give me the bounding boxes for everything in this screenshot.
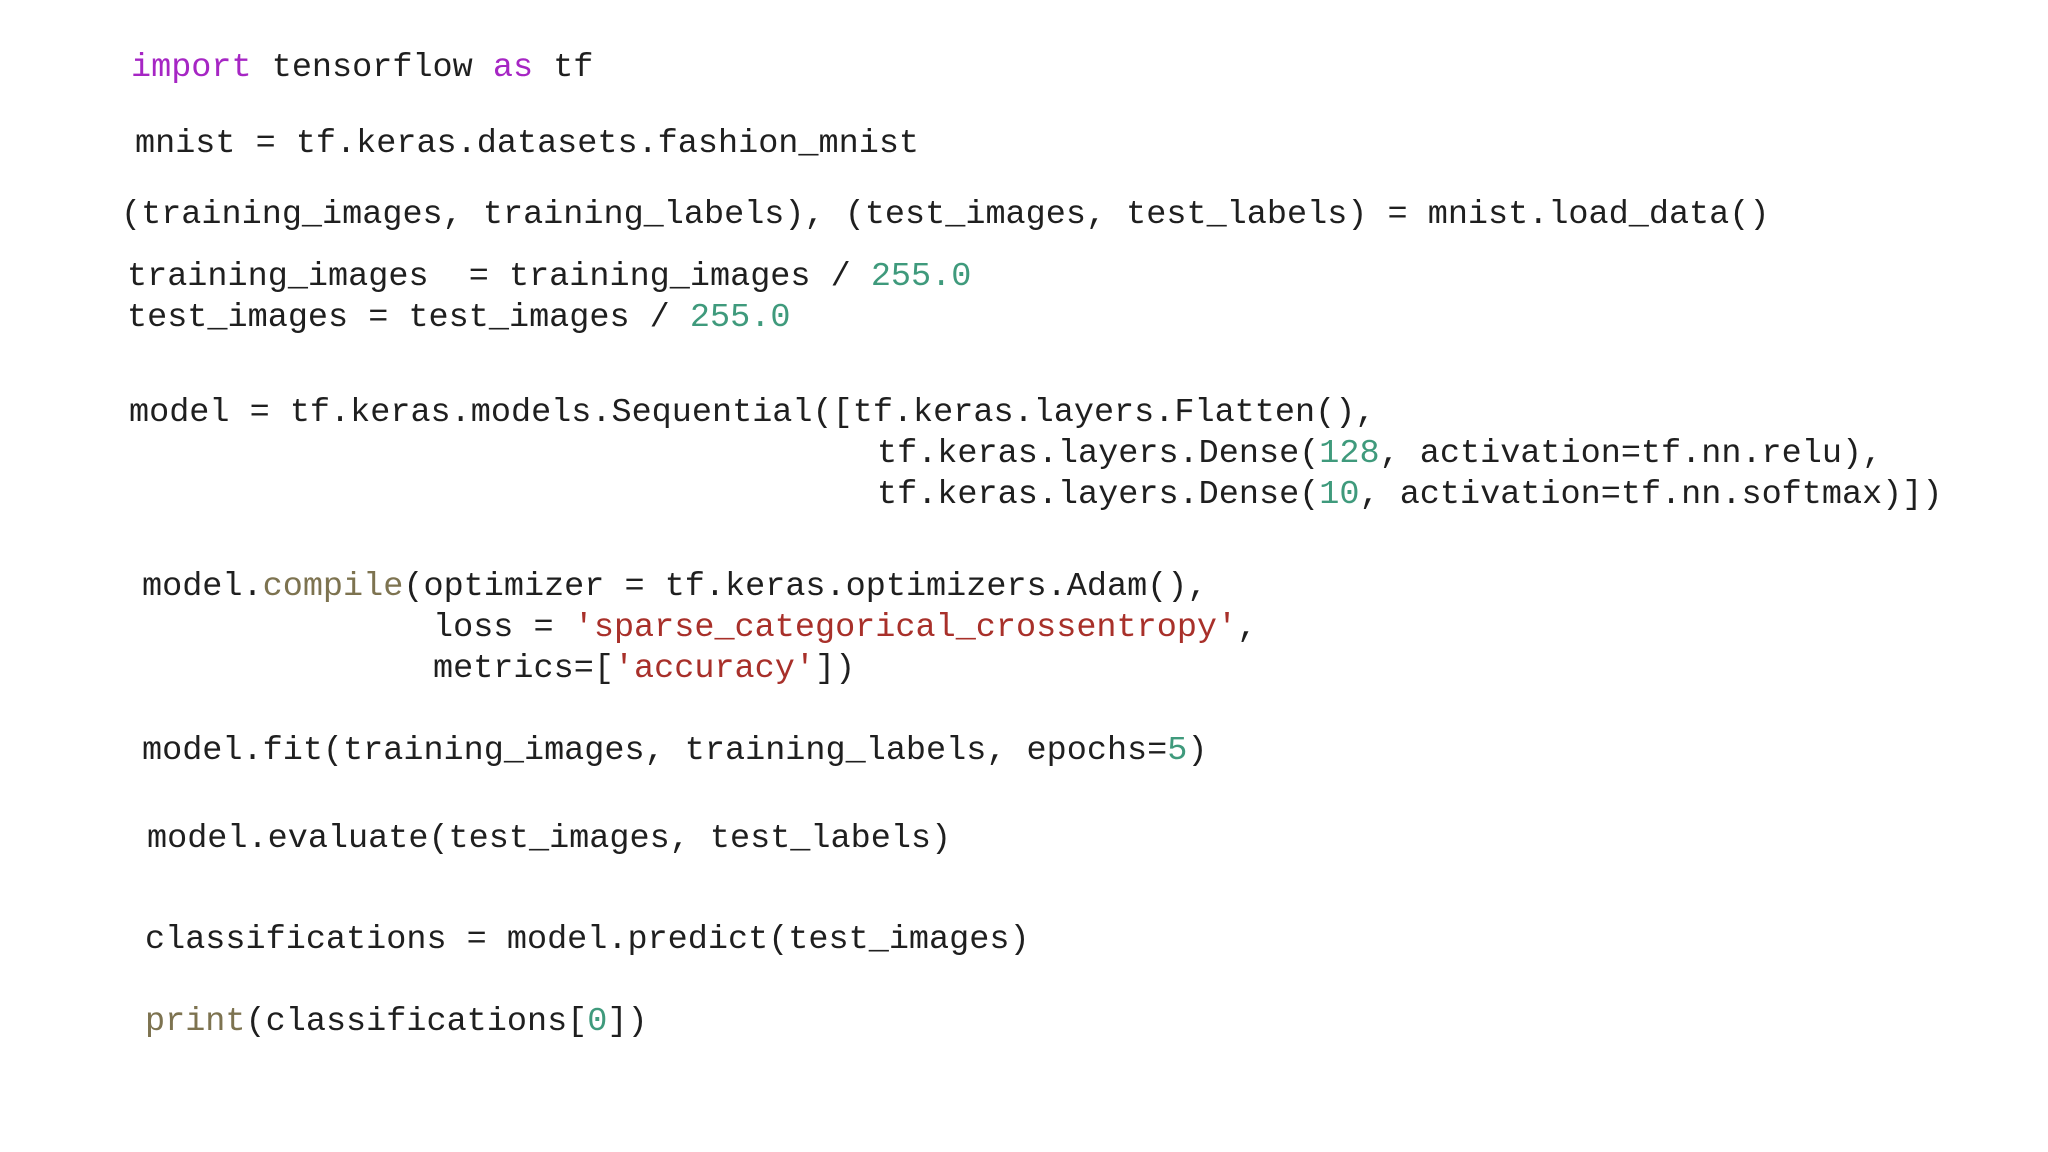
code-token-default: tf.keras.layers.Dense( (877, 476, 1320, 514)
code-token-default: (optimizer = tf.keras.optimizers.Adam(), (403, 568, 1208, 606)
code-line-compile: model.compile(optimizer = tf.keras.optim… (142, 567, 1208, 608)
code-line-metrics: metrics=['accuracy']) (433, 649, 855, 690)
code-line-predict: classifications = model.predict(test_ima… (145, 920, 1030, 961)
code-token-default: metrics=[ (433, 650, 614, 688)
code-token-number: 128 (1319, 435, 1380, 473)
code-token-default: ]) (814, 650, 856, 688)
code-line-fit: model.fit(training_images, training_labe… (142, 731, 1208, 772)
code-token-default: mnist = tf.keras.datasets.fashion_mnist (135, 125, 920, 163)
code-token-default: training_images = training_images / (127, 258, 871, 296)
code-line-evaluate: model.evaluate(test_images, test_labels) (147, 819, 951, 860)
code-token-string: 'accuracy' (613, 650, 815, 688)
code-token-default: , activation=tf.nn.relu), (1379, 435, 1883, 473)
code-line-normalize-test: test_images = test_images / 255.0 (127, 298, 790, 339)
code-token-default: ) (1187, 732, 1208, 770)
code-line-normalize-train: training_images = training_images / 255.… (127, 257, 971, 298)
code-line-load-data: (training_images, training_labels), (tes… (121, 195, 1769, 236)
code-token-number: 255.0 (689, 299, 791, 337)
code-token-number: 5 (1167, 732, 1188, 770)
code-token-default: , (1237, 609, 1258, 647)
code-token-default: tf (533, 49, 594, 87)
code-token-default: model. (142, 568, 263, 606)
code-line-dense-128: tf.keras.layers.Dense(128, activation=tf… (877, 434, 1882, 475)
code-token-default: model.evaluate(test_images, test_labels) (147, 820, 952, 858)
code-token-default: tf.keras.layers.Dense( (877, 435, 1320, 473)
code-token-default: test_images = test_images / (127, 299, 690, 337)
code-token-default: classifications = model.predict(test_ima… (145, 921, 1030, 959)
code-token-default: (classifications[ (245, 1003, 588, 1041)
code-line-print: print(classifications[0]) (145, 1002, 648, 1043)
code-token-keyword: as (492, 49, 534, 87)
code-line-model-def: model = tf.keras.models.Sequential([tf.k… (129, 393, 1375, 434)
code-token-default: model.fit(training_images, training_labe… (142, 732, 1168, 770)
code-token-number: 10 (1319, 476, 1360, 514)
code-token-default: , activation=tf.nn.softmax)]) (1359, 476, 1943, 514)
code-token-default: (training_images, training_labels), (tes… (121, 196, 1770, 234)
code-token-keyword: import (131, 49, 252, 87)
code-line-import: import tensorflow as tf (131, 48, 593, 89)
code-token-default: tensorflow (251, 49, 493, 87)
code-line-dense-10: tf.keras.layers.Dense(10, activation=tf.… (877, 475, 1943, 516)
code-token-default: ]) (607, 1003, 648, 1041)
code-token-default: loss = (433, 609, 574, 647)
code-token-default: model = tf.keras.models.Sequential([tf.k… (129, 394, 1376, 432)
code-token-number: 0 (587, 1003, 608, 1041)
code-token-function: print (145, 1003, 246, 1041)
code-token-number: 255.0 (870, 258, 972, 296)
code-line-dataset: mnist = tf.keras.datasets.fashion_mnist (135, 124, 919, 165)
code-token-string: 'sparse_categorical_crossentropy' (573, 609, 1238, 647)
code-token-function: compile (262, 568, 404, 606)
code-line-loss: loss = 'sparse_categorical_crossentropy'… (433, 608, 1257, 649)
